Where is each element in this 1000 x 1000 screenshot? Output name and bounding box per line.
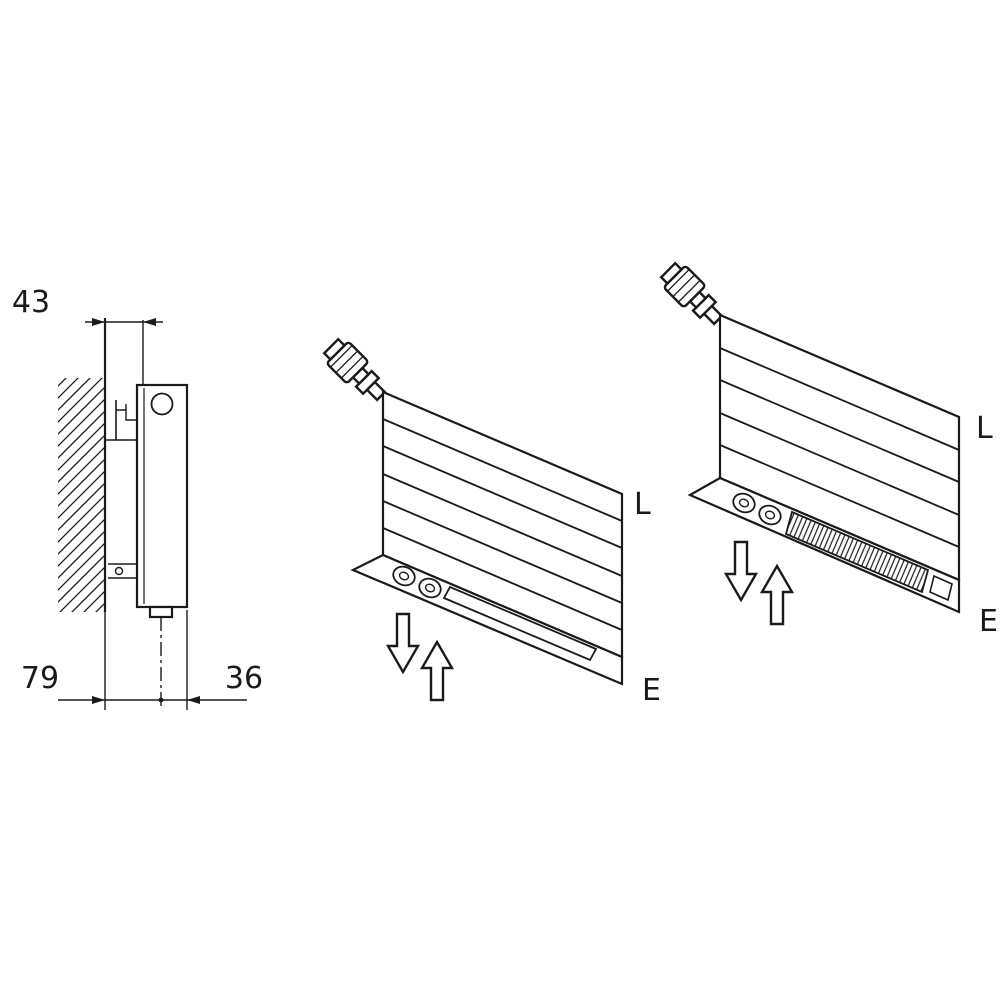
pipe-connection-inner xyxy=(398,571,410,581)
pipe-connection-inner xyxy=(764,510,776,520)
pipe-connection xyxy=(418,577,442,599)
pipe-connection-pair xyxy=(392,565,442,599)
dim-43-arrow-right-icon xyxy=(143,318,156,326)
radiator-isometric-open-bottom: L E xyxy=(319,334,661,708)
panel-groove-lines xyxy=(382,418,623,631)
dim-36-label: 36 xyxy=(225,661,263,696)
dim-79-arrow-icon xyxy=(92,696,105,704)
grille-end-cap xyxy=(929,574,953,602)
pipe-connection xyxy=(392,565,416,587)
bottom-face-band xyxy=(350,553,624,686)
airflow-up-arrow-icon xyxy=(419,639,455,702)
pipe-connection xyxy=(732,492,756,514)
pipe-connection-inner xyxy=(738,498,750,508)
radiator-isometric-grille: L E xyxy=(656,258,998,639)
pipe-connection xyxy=(758,504,782,526)
pipe-connection-pair xyxy=(732,492,782,526)
dim-43-arrow-left-icon xyxy=(92,318,105,326)
dim-chain-point xyxy=(158,697,164,703)
end-label: E xyxy=(642,673,661,708)
dim-36-arrow-icon xyxy=(187,696,200,704)
dim-43-label: 43 xyxy=(12,285,50,320)
end-label: E xyxy=(979,604,998,639)
mounting-bracket-top xyxy=(105,400,137,441)
pipe-connection-inner xyxy=(424,583,436,593)
airflow-up-arrow-icon xyxy=(759,563,795,626)
length-label: L xyxy=(976,411,993,446)
mounting-bracket-bottom xyxy=(108,563,137,579)
airflow-down-arrow-icon xyxy=(723,540,759,603)
convector-grille xyxy=(784,510,930,594)
dim-79-label: 79 xyxy=(21,661,59,696)
air-vent-circle xyxy=(150,392,174,416)
wall-hatch xyxy=(58,378,105,612)
panel-groove-lines xyxy=(719,347,960,548)
airflow-down-arrow-icon xyxy=(385,612,421,675)
side-view-diagram: 43 79 36 xyxy=(12,285,263,710)
open-bottom-slot xyxy=(442,585,598,662)
pipe-stub xyxy=(148,605,174,619)
length-label: L xyxy=(634,487,651,522)
